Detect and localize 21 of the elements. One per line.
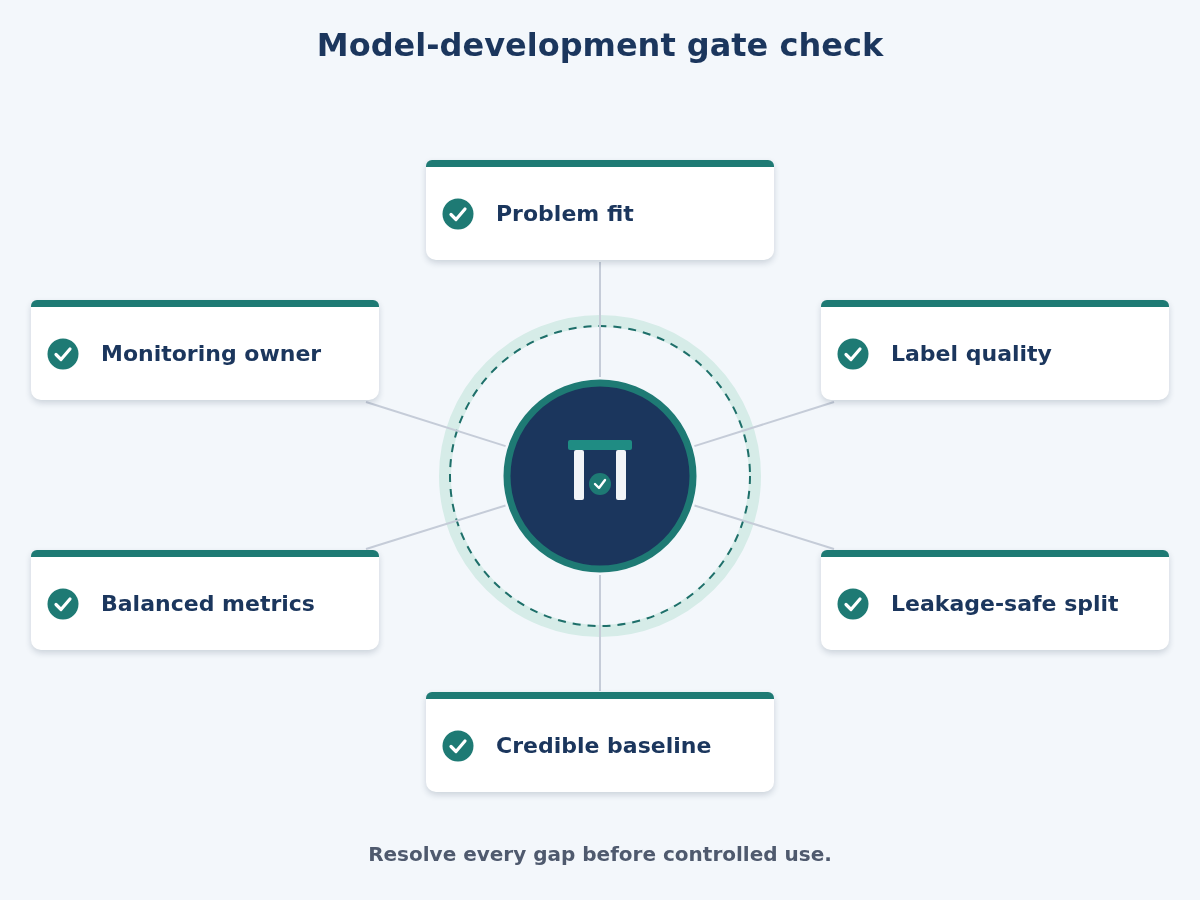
check-card [31,550,379,650]
connector-line [599,261,601,378]
connector-line [599,574,601,692]
check-card [426,160,774,260]
item-label: Leakage-safe split [891,591,1119,616]
caption: Resolve every gap before controlled use. [367,842,833,866]
item-label: Credible baseline [496,733,712,758]
item-label: Problem fit [496,201,634,226]
check-card [426,692,774,792]
check-card [821,550,1169,650]
item-label: Label quality [891,341,1052,366]
connector-line [693,401,835,448]
check-card [821,300,1169,400]
item-label: Monitoring owner [101,341,322,366]
diagram-title: Model-development gate check [315,26,885,64]
item-label: Balanced metrics [101,591,315,616]
connector-line [693,504,835,550]
connector-line [365,401,507,448]
check-card [31,300,379,400]
connector-line [365,504,507,550]
gate-circle [503,379,697,573]
